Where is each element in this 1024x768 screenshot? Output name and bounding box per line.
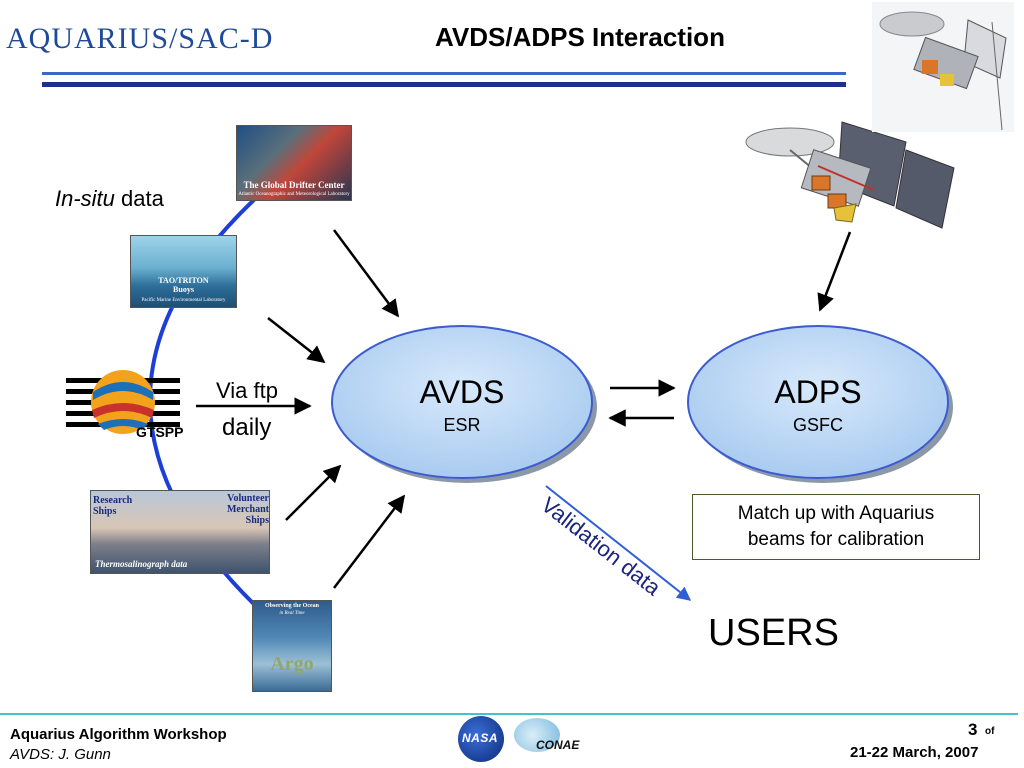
insitu-data-label: In-situ data [55,186,164,211]
adps-subtitle: GSFC [792,415,843,435]
daily-label: daily [222,414,272,441]
adps-ellipse [687,325,949,479]
avds-subtitle: ESR [443,415,481,435]
arrow-validation-to-users [545,485,692,601]
footer-rule [0,713,1018,715]
footer-date: 21-22 March, 2007 [850,744,979,761]
avds-ellipse [331,325,593,479]
tao-triton-buoy-image: TAO/TRITON Buoys Pacific Marine Environm… [130,235,237,308]
via-ftp-label: Via ftp [216,378,278,403]
satellite-image-top-right [872,2,1014,132]
header-rule-thick [42,82,846,87]
header-rule-thin [42,72,846,75]
footer-author: AVDS: J. Gunn [10,746,111,763]
arrow-satellite-to-adps [817,231,852,312]
gtspp-label: GTSPP [136,424,184,440]
arrow-drifter-to-avds [332,229,400,318]
ships-image: Research Ships Volunteer Merchant Ships … [90,490,270,574]
nasa-logo: NASA [458,716,504,762]
drifter-center-image: The Global Drifter Center Atlantic Ocean… [236,125,352,201]
arrow-ships-to-avds [285,464,342,521]
arrow-tao-to-avds [267,317,326,364]
arrow-argo-to-avds [333,494,406,589]
avds-title: AVDS [419,374,505,410]
slide-title: AVDS/ADPS Interaction [435,22,725,52]
conae-logo: CONAE [514,718,579,764]
satellite-illustration [745,121,955,229]
aquarius-sacd-logo: AQUARIUS/SAC-D [6,22,274,55]
users-label: USERS [708,612,839,654]
matchup-note-box: Match up with Aquarius beams for calibra… [692,494,980,560]
gtspp-logo [66,370,180,434]
adps-title: ADPS [774,374,862,410]
footer-workshop: Aquarius Algorithm Workshop [10,726,227,743]
satellite-icon [879,11,1007,131]
page-number: 3 [968,720,978,739]
page-of: of [985,726,995,737]
argo-image: Observing the Ocean in Real Time Argo [252,600,332,692]
